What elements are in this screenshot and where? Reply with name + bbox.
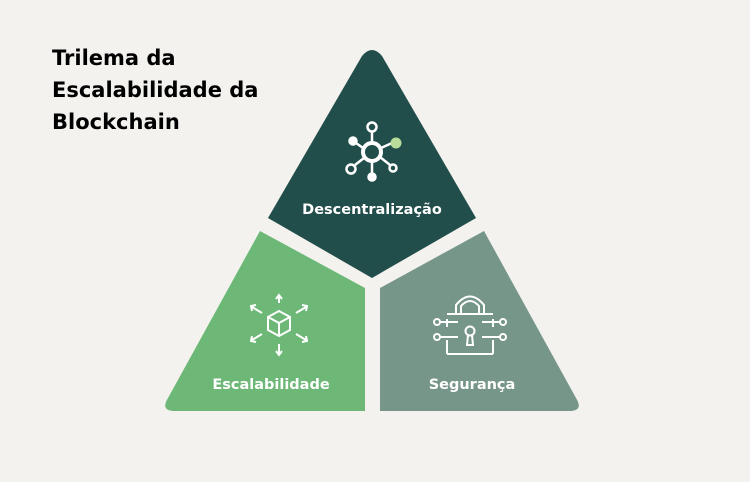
diagram-title: Trilema da Escalabilidade da Blockchain xyxy=(52,46,259,134)
label-decentralization: Descentralização xyxy=(302,202,442,218)
segment-scalability: Escalabilidade xyxy=(165,231,365,411)
segment-decentralization: Descentralização xyxy=(268,50,476,278)
label-scalability: Escalabilidade xyxy=(212,377,330,393)
expanding-cube-icon xyxy=(249,293,309,357)
circuit-lock-icon xyxy=(433,295,507,355)
network-nodes-icon xyxy=(345,121,402,182)
label-security: Segurança xyxy=(429,377,516,393)
segment-security: Segurança xyxy=(380,231,579,411)
